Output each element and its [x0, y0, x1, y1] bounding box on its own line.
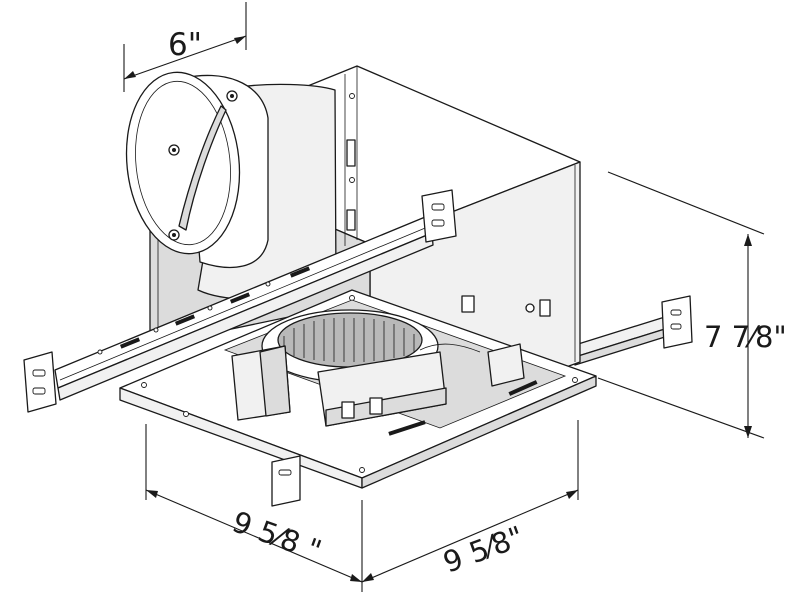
- duct-diameter-label: 6": [168, 27, 202, 63]
- width-right-label: 9 5⁄8": [439, 519, 528, 579]
- width-left-label: 9 5⁄8 ": [228, 504, 326, 567]
- height-dimension: 7 7⁄8": [597, 171, 787, 439]
- blower-assembly: [223, 295, 567, 436]
- duct-collar: [125, 71, 337, 300]
- hanger-bar-left: [23, 189, 457, 413]
- duct-diameter-dimension: 6": [123, 2, 247, 92]
- height-label: 7 7⁄8": [704, 320, 787, 354]
- hanger-bar-right: [574, 295, 693, 366]
